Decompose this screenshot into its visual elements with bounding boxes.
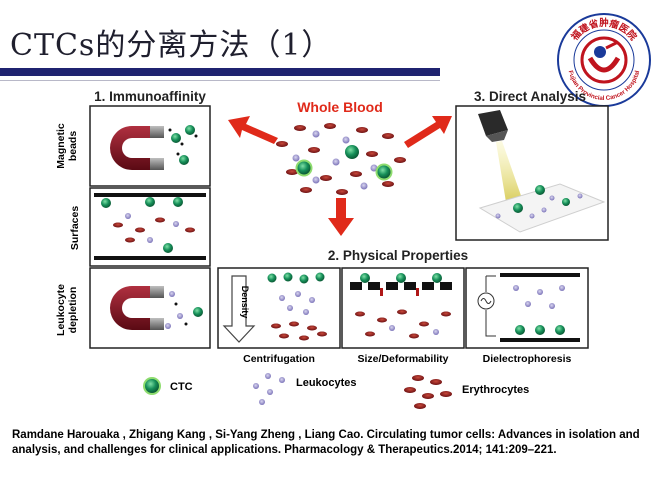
- legend: CTC Leukocytes Erythrocytes: [143, 373, 529, 409]
- magnet-icon: [110, 126, 164, 170]
- density-arrow: [222, 275, 256, 343]
- centrifugation-label: Centrifugation: [243, 353, 315, 365]
- light-beam: [496, 141, 526, 214]
- dielectrophoresis-label: Dielectrophoresis: [483, 353, 572, 365]
- ctc-legend-icon: [145, 379, 159, 393]
- legend-leukocytes-label: Leukocytes: [296, 377, 357, 389]
- title-bar: [0, 68, 440, 76]
- arrow-right-icon: [404, 116, 452, 148]
- erythrocytes-legend-icon: [404, 375, 452, 409]
- legend-ctc-label: CTC: [170, 381, 193, 393]
- magnet-icon: [110, 286, 164, 330]
- leukocyte-depletion-panel: [89, 267, 211, 349]
- arrow-left-icon: [228, 116, 278, 144]
- row-label-surfaces: Surfaces: [69, 206, 81, 251]
- section2-title: 2. Physical Properties: [328, 248, 468, 263]
- citation: Ramdane Harouaka , Zhigang Kang , Si-Yan…: [12, 429, 640, 456]
- density-label: Density: [240, 286, 250, 319]
- whole-blood-label: Whole Blood: [297, 99, 383, 115]
- hospital-logo: 福建省肿瘤医院 Fujian Provincial Cancer Hospita…: [557, 13, 651, 107]
- microscope-icon: [478, 110, 508, 142]
- size-deformability-label: Size/Deformability: [357, 353, 448, 365]
- row-label-magnetic-beads: Magneticbeads: [55, 123, 79, 169]
- legend-erythrocytes-label: Erythrocytes: [462, 384, 529, 396]
- arrow-down-icon: [328, 198, 354, 236]
- section3-title: 3. Direct Analysis: [474, 89, 586, 104]
- ctc-isolation-figure: 1. Immunoaffinity Magneticbeads Surfaces…: [55, 89, 609, 409]
- magnetic-beads-panel: [89, 105, 211, 187]
- row-label-leukocyte-depletion: Leukocytedepletion: [55, 284, 79, 336]
- whole-blood-cells: [276, 123, 406, 195]
- title-rule: [0, 80, 440, 81]
- leukocytes-legend-icon: [253, 373, 285, 405]
- slide-title: CTCs的分离方法（1）: [10, 28, 333, 63]
- slide-plate: [478, 183, 606, 233]
- section1-title: 1. Immunoaffinity: [94, 89, 206, 104]
